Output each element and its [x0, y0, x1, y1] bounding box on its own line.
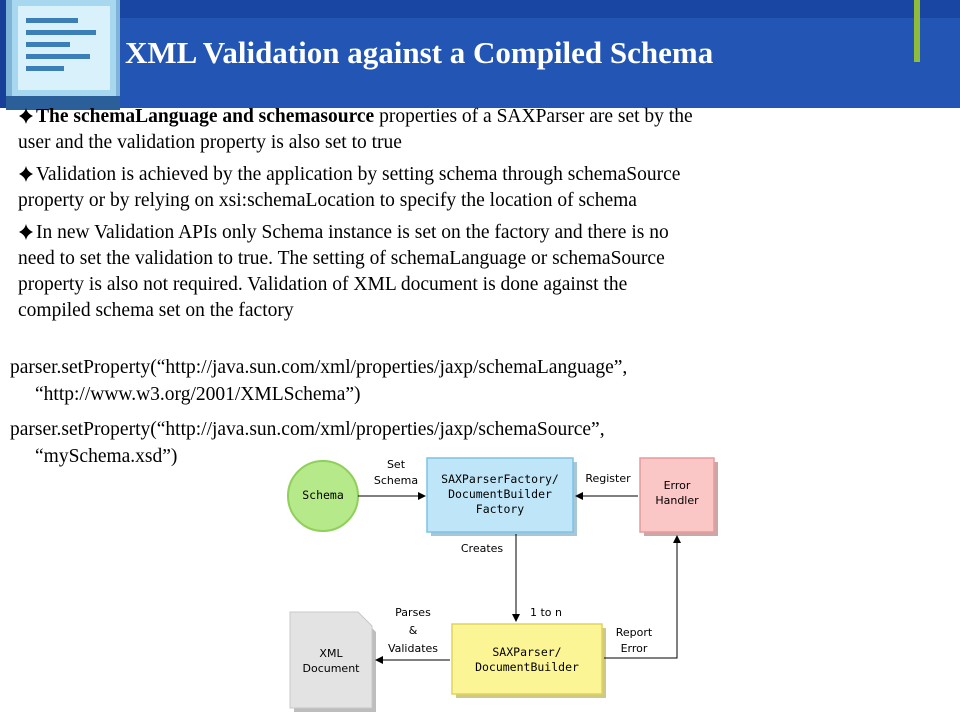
- parser-node-shape: [451, 623, 603, 695]
- parser-node-label: SAXParser/ DocumentBuilder: [452, 645, 602, 675]
- parser-label-line: SAXParser/: [492, 645, 562, 659]
- bullet-item: Validation is achieved by the applicatio…: [18, 162, 950, 214]
- code-line: parser.setProperty(“http://java.sun.com/…: [10, 419, 605, 440]
- factory-node-label: SAXParserFactory/ DocumentBuilder Factor…: [427, 472, 573, 517]
- factory-node-shape: [426, 457, 574, 533]
- factory-label-line: Factory: [475, 502, 525, 516]
- xml-document-label-line: XML: [319, 647, 343, 660]
- code-block-schema-source: parser.setProperty(“http://java.sun.com/…: [10, 416, 950, 470]
- bullet-line: In new Validation APIs only Schema insta…: [36, 222, 669, 243]
- monitor-icon: [6, 0, 120, 110]
- header-bar: [0, 0, 960, 108]
- slide-header: XML Validation against a Compiled Schema: [0, 0, 960, 110]
- parses-label-line3: Validates: [387, 642, 439, 655]
- bullet-line: Validation is achieved by the applicatio…: [36, 164, 681, 185]
- factory-label-line: DocumentBuilder: [448, 487, 552, 501]
- bullet-line: need to set the validation to true. The …: [18, 248, 665, 269]
- bullet-item: In new Validation APIs only Schema insta…: [18, 220, 950, 324]
- slide-title: XML Validation against a Compiled Schema: [125, 35, 714, 70]
- parses-label-line1: Parses: [395, 606, 431, 619]
- bullet-line: property or by relying on xsi:schemaLoca…: [18, 190, 637, 211]
- set-schema-label-line1: Set: [386, 458, 406, 471]
- bullet-line: user and the validation property is also…: [18, 132, 402, 153]
- diamond-bullet-icon: [19, 108, 33, 124]
- header-accent-line: [914, 0, 920, 62]
- parser-label-line: DocumentBuilder: [475, 660, 579, 674]
- schema-node-label: Schema: [302, 488, 344, 502]
- report-error-label-line1: Report: [615, 626, 653, 639]
- validation-diagram: Schema Set Schema SAXParserFactory/ Docu…: [280, 448, 720, 716]
- xml-document-node-shape: [289, 611, 373, 709]
- bullet-bold-text: The schemaLanguage and schemasource: [36, 106, 375, 127]
- code-block-schema-language: parser.setProperty(“http://java.sun.com/…: [10, 354, 950, 408]
- bullet-item: The schemaLanguage and schemasource prop…: [18, 104, 950, 156]
- factory-label-line: SAXParserFactory/: [441, 472, 559, 486]
- diamond-bullet-icon: [19, 166, 33, 182]
- code-line: “mySchema.xsd”): [35, 446, 178, 467]
- xml-document-node-label: XML Document: [290, 646, 372, 676]
- diamond-bullet-icon: [19, 224, 33, 240]
- bullet-line: property is also not required. Validatio…: [18, 274, 628, 295]
- set-schema-label-line2: Schema: [373, 474, 419, 487]
- bullet-line: The schemaLanguage and schemasource prop…: [18, 104, 950, 130]
- code-line: parser.setProperty(“http://java.sun.com/…: [10, 357, 628, 378]
- bullet-text: properties of a SAXParser are set by the: [374, 106, 693, 127]
- register-label: Register: [585, 472, 631, 485]
- diagram-shapes: [287, 457, 718, 712]
- code-line: “http://www.w3.org/2001/XMLSchema”): [35, 384, 361, 405]
- creates-label: Creates: [460, 542, 504, 555]
- error-handler-label-line: Error: [663, 479, 691, 492]
- one-to-n-label: 1 to n: [529, 606, 562, 619]
- error-handler-node-shape: [639, 457, 715, 533]
- parses-label-line2: &: [408, 624, 418, 637]
- report-error-label-line2: Error: [620, 642, 648, 655]
- error-handler-label-line: Handler: [655, 494, 699, 507]
- error-handler-node-label: Error Handler: [640, 478, 714, 508]
- bullet-list: The schemaLanguage and schemasource prop…: [18, 104, 950, 330]
- xml-document-label-line: Document: [302, 662, 360, 675]
- bullet-line: compiled schema set on the factory: [18, 300, 294, 321]
